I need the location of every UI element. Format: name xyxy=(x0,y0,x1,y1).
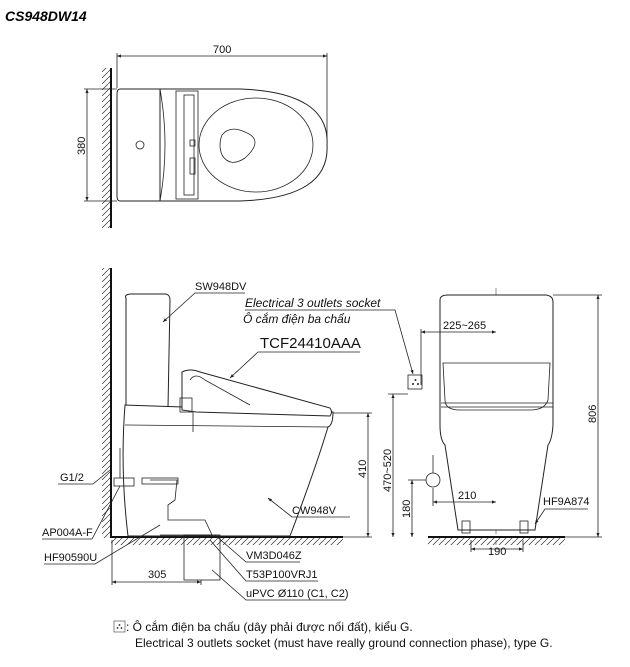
front-view: 806 225~265 210 180 190 HF9A874 xyxy=(401,288,602,558)
label-tank: SW948DV xyxy=(195,281,247,293)
label-seat: TCF24410AAA xyxy=(260,335,361,352)
label-adapter: T53P100VRJ1 xyxy=(246,569,318,581)
dim-700: 700 xyxy=(213,44,231,56)
side-view: SW948DV Electrical 3 outlets socket Ô cắ… xyxy=(42,268,423,601)
socket-icon xyxy=(407,374,423,390)
label-inlet: G1/2 xyxy=(60,472,84,484)
label-socket-vi: Ô cắm điện ba chẩu xyxy=(243,311,351,326)
top-view: 700 380 xyxy=(76,44,328,228)
footnote-en: Electrical 3 outlets socket (must have r… xyxy=(135,636,553,650)
footnote-vi: : Ô cắm điện ba chấu (dây phải được nối … xyxy=(126,619,413,634)
dim-190: 190 xyxy=(488,546,506,558)
footnote: : Ô cắm điện ba chấu (dây phải được nối … xyxy=(113,619,553,650)
model-title: CS948DW14 xyxy=(5,8,87,24)
dim-225-265: 225~265 xyxy=(443,320,486,332)
socket-icon xyxy=(113,620,126,633)
dim-470-520: 470~520 xyxy=(382,449,394,492)
dim-380: 380 xyxy=(76,137,88,155)
dim-410: 410 xyxy=(357,460,369,478)
label-socket-en: Electrical 3 outlets socket xyxy=(245,296,381,310)
label-pipe: uPVC Ø110 (C1, C2) xyxy=(246,588,349,600)
label-valve: AP004A-F xyxy=(42,527,93,539)
dim-806: 806 xyxy=(587,405,599,423)
dim-210: 210 xyxy=(458,490,476,502)
label-bowl: CW948V xyxy=(292,505,337,517)
dim-180: 180 xyxy=(401,500,413,518)
label-hose: HF90590U xyxy=(44,552,97,564)
dim-305: 305 xyxy=(148,569,166,581)
label-flange: VM3D046Z xyxy=(246,550,302,562)
label-bolt: HF9A874 xyxy=(543,496,589,508)
